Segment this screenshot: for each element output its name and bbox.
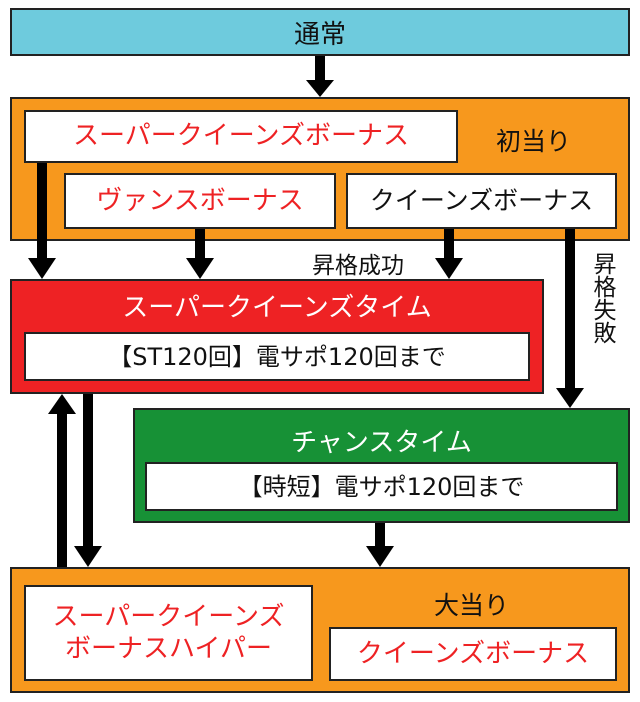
arrow-vans-to-sqt bbox=[186, 229, 214, 279]
big-hit-label: 大当り bbox=[434, 591, 510, 620]
hyper-line1: スーパークイーンズ bbox=[52, 601, 285, 632]
arrow-normal-to-first-hit bbox=[306, 56, 334, 97]
normal-state-box: 通常 bbox=[10, 8, 630, 56]
super-queens-time-detail: 【ST120回】電サポ120回まで bbox=[24, 332, 530, 381]
promotion-failure-label: 昇格失敗 bbox=[589, 252, 615, 344]
arrow-chance-to-big-hit bbox=[366, 523, 394, 567]
arrow-sqb-to-sqt bbox=[28, 163, 56, 279]
first-super-queens-bonus: スーパークイーンズボーナス bbox=[24, 110, 458, 163]
super-queens-time-title: スーパークイーンズタイム bbox=[122, 293, 432, 323]
arrow-queens-failure bbox=[556, 229, 584, 408]
super-queens-bonus-hyper: スーパークイーンズ ボーナスハイパー bbox=[24, 585, 313, 681]
arrow-big-hit-to-sqt bbox=[48, 394, 76, 567]
hyper-line2: ボーナスハイパー bbox=[65, 634, 272, 664]
normal-state-label: 通常 bbox=[293, 19, 346, 50]
promotion-success-label: 昇格成功 bbox=[312, 253, 404, 279]
first-hit-label: 初当り bbox=[496, 127, 572, 156]
arrow-queens-success bbox=[435, 229, 463, 279]
big-hit-queens-bonus: クイーンズボーナス bbox=[329, 627, 617, 681]
first-queens-bonus: クイーンズボーナス bbox=[346, 173, 617, 229]
arrow-sqt-to-big-hit bbox=[74, 394, 102, 567]
chance-time-title: チャンスタイム bbox=[291, 428, 472, 458]
chance-time-detail: 【時短】電サポ120回まで bbox=[145, 462, 618, 511]
vans-bonus: ヴァンスボーナス bbox=[64, 173, 336, 229]
